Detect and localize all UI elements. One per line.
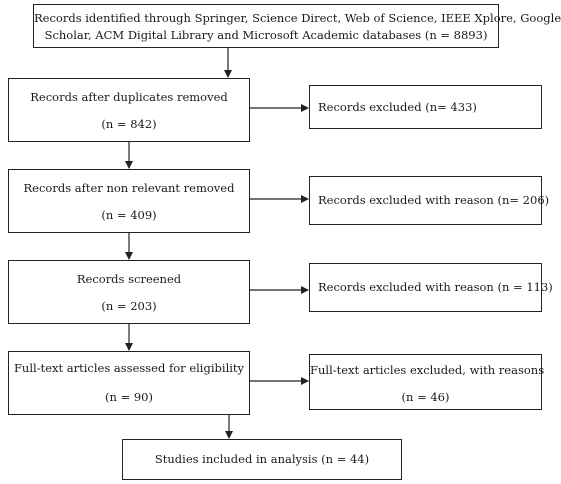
excluded-non-relevant-title: Records excluded with reason (n= 206)	[318, 193, 550, 207]
records-screened-box: Records screened (n = 203)	[8, 260, 250, 324]
full-text-assessed-title: Full-text articles assessed for eligibil…	[13, 361, 245, 375]
identified-records-line-1: Records identified through Springer, Sci…	[34, 11, 561, 25]
duplicates-removed-box: Records after duplicates removed (n = 84…	[8, 78, 250, 142]
excluded-full-text-title: Full-text articles excluded, with reason…	[310, 363, 545, 377]
excluded-non-relevant-box: Records excluded with reason (n= 206)	[309, 176, 550, 225]
studies-included-box: Studies included in analysis (n = 44)	[122, 439, 402, 480]
excluded-full-text-box: Full-text articles excluded, with reason…	[309, 354, 545, 410]
identified-records-line-2: Scholar, ACM Digital Library and Microso…	[44, 27, 488, 42]
records-screened-title: Records screened	[76, 272, 182, 286]
excluded-duplicates-title: Records excluded (n= 433)	[318, 100, 477, 114]
excluded-duplicates-box: Records excluded (n= 433)	[309, 85, 542, 129]
duplicates-removed-count: (n = 842)	[101, 116, 157, 131]
studies-included-title: Studies included in analysis (n = 44)	[154, 452, 370, 466]
non-relevant-removed-count: (n = 409)	[101, 207, 157, 222]
excluded-screened-box: Records excluded with reason (n = 113)	[309, 263, 553, 312]
full-text-assessed-box: Full-text articles assessed for eligibil…	[8, 351, 250, 415]
non-relevant-removed-box: Records after non relevant removed (n = …	[8, 169, 250, 233]
excluded-full-text-count: (n = 46)	[401, 389, 450, 404]
non-relevant-removed-title: Records after non relevant removed	[23, 181, 235, 195]
identified-records-box: Records identified through Springer, Sci…	[33, 4, 561, 48]
excluded-screened-title: Records excluded with reason (n = 113)	[318, 280, 553, 294]
records-screened-count: (n = 203)	[101, 298, 157, 313]
full-text-assessed-count: (n = 90)	[105, 389, 153, 404]
duplicates-removed-title: Records after duplicates removed	[30, 90, 228, 104]
